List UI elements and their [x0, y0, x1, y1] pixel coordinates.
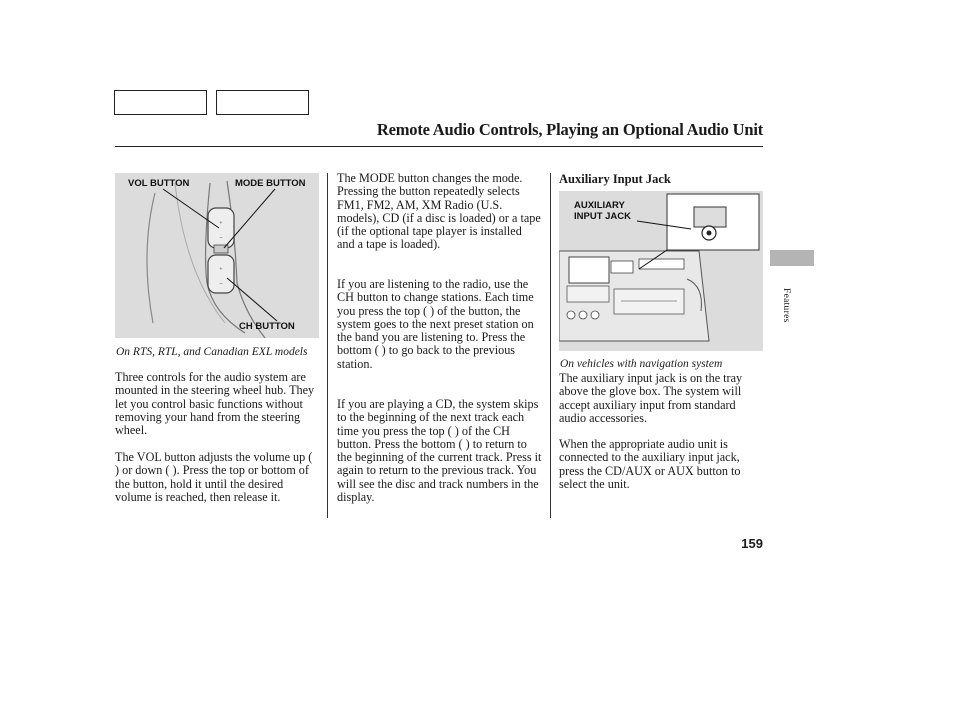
vol-button-label: VOL BUTTON — [128, 178, 190, 189]
steering-wheel-illustration: + – + – — [146, 180, 278, 338]
dashboard-illustration — [559, 193, 760, 342]
section-side-label: Features — [781, 288, 791, 323]
col3-paragraph-1: The auxiliary input jack is on the tray … — [559, 371, 743, 425]
column-divider-2 — [550, 173, 551, 518]
col2-paragraph-2: If you are listening to the radio, use t… — [337, 277, 534, 371]
aux-input-jack-figure: AUXILIARY INPUT JACK — [559, 191, 763, 351]
ch-button-label: CH BUTTON — [239, 321, 295, 332]
mode-button-label: MODE BUTTON — [235, 178, 306, 189]
col1-paragraph-2: The VOL button adjusts the volume up ( )… — [115, 450, 313, 504]
col2-paragraph-3: If you are playing a CD, the system skip… — [337, 397, 542, 505]
steering-wheel-controls-figure: + – + – VOL BUTTON MODE BUTTON CH BUTTON — [115, 173, 319, 338]
aux-input-jack-label: AUXILIARY INPUT JACK — [574, 200, 632, 222]
col2-paragraph-1: The MODE button changes the mode. Pressi… — [337, 171, 541, 252]
page-title: Remote Audio Controls, Playing an Option… — [376, 120, 763, 139]
svg-text:+: + — [219, 267, 223, 273]
figure-left-caption: On RTS, RTL, and Canadian EXL models — [116, 346, 308, 358]
page-number: 159 — [741, 536, 763, 551]
col3-paragraph-2: When the appropriate audio unit is conne… — [559, 437, 741, 491]
svg-text:–: – — [219, 235, 224, 241]
svg-text:–: – — [219, 281, 224, 287]
column-divider-1 — [327, 173, 328, 518]
aux-input-heading: Auxiliary Input Jack — [559, 172, 671, 186]
col1-paragraph-1: Three controls for the audio system are … — [115, 370, 315, 438]
title-rule — [115, 146, 763, 147]
section-side-tab — [770, 250, 814, 266]
aux-figure-caption: On vehicles with navigation system — [560, 358, 723, 370]
svg-text:+: + — [219, 221, 223, 227]
header-tab-box-2 — [216, 90, 309, 115]
header-tab-box-1 — [114, 90, 207, 115]
